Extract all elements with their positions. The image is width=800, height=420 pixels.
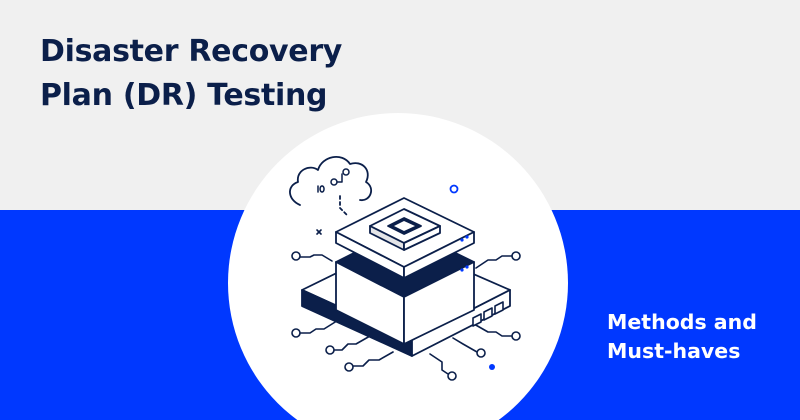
tagline: Methods and Must-haves bbox=[607, 308, 757, 366]
circuit-traces-left bbox=[291, 251, 394, 372]
page-title: Disaster Recovery Plan (DR) Testing bbox=[40, 30, 342, 118]
title-line-1: Disaster Recovery bbox=[40, 34, 343, 69]
blue-dot-icon bbox=[489, 364, 495, 370]
tagline-line-1: Methods and bbox=[607, 310, 757, 334]
blue-ring-icon bbox=[449, 184, 459, 194]
title-line-2: Plan (DR) Testing bbox=[40, 78, 328, 113]
port-icons bbox=[472, 301, 504, 327]
chip-icon bbox=[369, 208, 441, 251]
tagline-line-2: Must-haves bbox=[607, 339, 741, 363]
circuit-traces-right bbox=[429, 251, 521, 381]
cloud-icon bbox=[289, 156, 373, 217]
x-mark-icon bbox=[316, 229, 322, 235]
